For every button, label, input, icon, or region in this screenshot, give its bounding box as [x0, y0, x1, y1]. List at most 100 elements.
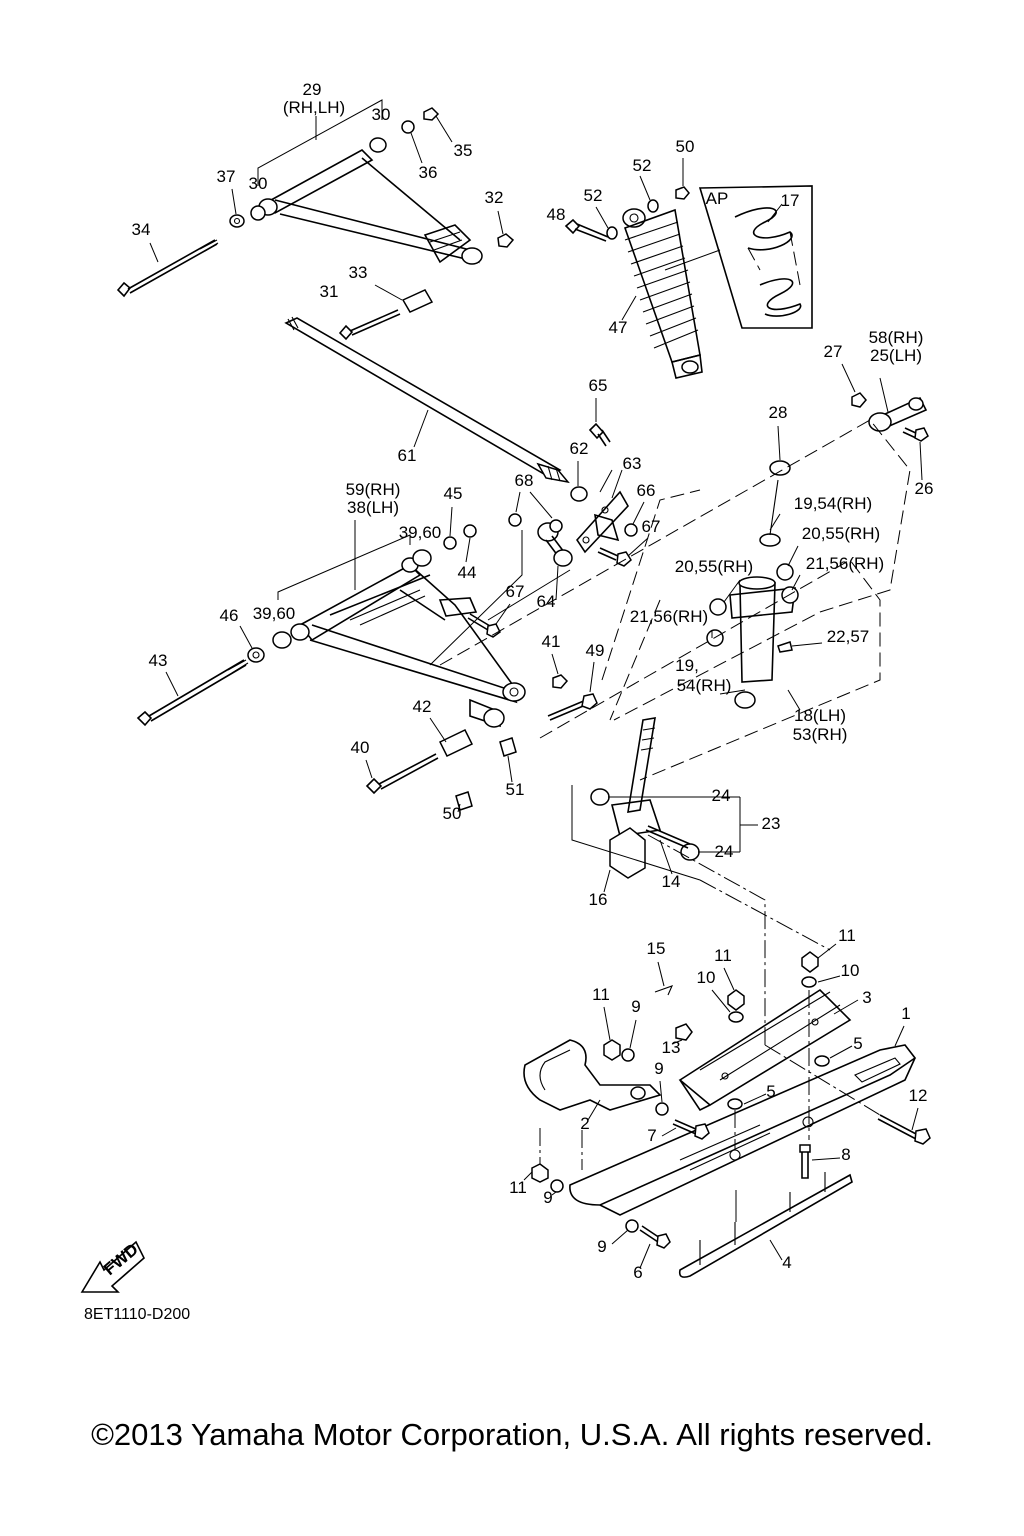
nut-44	[463, 524, 477, 538]
copyright-notice: ©2013 Yamaha Motor Corporation, U.S.A. A…	[91, 1417, 933, 1452]
callout-p28: 28	[769, 403, 788, 422]
callout-p5a: 5	[853, 1034, 862, 1053]
callout-p62: 62	[570, 439, 589, 458]
callout-p11c: 11	[592, 985, 610, 1004]
nut-11-left	[603, 1039, 621, 1061]
stud-8	[799, 1144, 811, 1179]
callout-p15: 15	[647, 939, 666, 958]
bushing-20-55-right	[776, 563, 794, 581]
nut-35	[423, 107, 440, 121]
callout-p30a: 30	[372, 105, 391, 124]
ski-1	[569, 1044, 917, 1216]
nut-27	[851, 392, 867, 408]
bushing-39-60-lower	[272, 631, 292, 649]
washer-52-left	[606, 226, 618, 240]
nut-66	[624, 523, 638, 537]
callout-p10a: 10	[841, 961, 860, 980]
callout-p21a: 21,56(RH)	[806, 554, 884, 573]
bushing-51	[499, 737, 517, 757]
spindle-housing-18-53	[729, 576, 796, 709]
bolt-26	[902, 427, 929, 442]
callout-p11a: 11	[838, 926, 856, 945]
callout-p6: 6	[633, 1263, 642, 1282]
callout-p21b: 21,56(RH)	[630, 607, 708, 626]
wear-bar-4	[678, 1172, 853, 1278]
callout-p33: 33	[349, 263, 368, 282]
clip-15	[654, 985, 674, 996]
callout-p34: 34	[132, 220, 151, 239]
link-rod-64	[537, 522, 573, 567]
callout-p1: 1	[901, 1004, 910, 1023]
stopper-16	[609, 827, 646, 879]
nut-50-upper	[675, 186, 690, 200]
callout-p8: 8	[841, 1145, 850, 1164]
nut-32	[497, 233, 515, 248]
bolt-49	[547, 693, 598, 721]
callout-p40: 40	[351, 738, 370, 757]
callout-p63: 63	[623, 454, 642, 473]
washer-9-upper-left	[621, 1048, 635, 1062]
callout-p30b: 30	[249, 174, 268, 193]
washer-9-mid	[655, 1102, 669, 1116]
callout-p59: 59(RH)	[346, 480, 401, 499]
collar-13	[675, 1023, 693, 1041]
ski-handle-2	[523, 1039, 662, 1111]
bolt-43	[136, 659, 249, 727]
washer-36	[401, 120, 415, 134]
bushing-20-55-left	[709, 598, 727, 616]
callout-p38: 38(LH)	[347, 498, 399, 517]
bolt-67-left	[467, 613, 501, 638]
callout-p16: 16	[589, 890, 608, 909]
callout-p10b: 10	[697, 968, 716, 987]
fwd-arrow-icon: FWD	[80, 1240, 145, 1293]
callout-p36: 36	[419, 163, 438, 182]
sway-bar-61	[284, 316, 570, 484]
callout-p24a: 24	[712, 786, 731, 805]
callout-p17: 17	[781, 191, 800, 210]
bushing-19-54-upper	[759, 533, 781, 547]
callout-p45: 45	[444, 484, 463, 503]
callout-p35: 35	[454, 141, 473, 160]
callout-p66: 66	[637, 481, 656, 500]
callout-p52a: 52	[633, 156, 652, 175]
callout-p47: 47	[609, 318, 628, 337]
collar-33	[401, 289, 434, 313]
bolt-34	[116, 239, 219, 298]
bolt-48	[564, 218, 609, 242]
washer-10-center	[728, 1011, 744, 1023]
bolt-12	[877, 1114, 931, 1145]
callout-p39a: 39,60	[399, 523, 442, 542]
callout-p20b: 20,55(RH)	[675, 557, 753, 576]
callout-p9d: 9	[597, 1237, 606, 1256]
nut-68-right	[549, 519, 563, 533]
spring-inset-ap-17	[698, 185, 813, 329]
callout-p32: 32	[485, 188, 504, 207]
callout-p67b: 67	[506, 582, 525, 601]
callout-p9a: 9	[631, 997, 640, 1016]
washer-9-bottom	[625, 1219, 639, 1233]
callout-p31: 31	[320, 282, 339, 301]
callout-p12: 12	[909, 1086, 928, 1105]
pin-14	[645, 825, 691, 849]
washer-37	[229, 214, 245, 228]
bushing-30-left	[250, 205, 266, 221]
callout-p39b: 39,60	[253, 604, 296, 623]
nut-68-left	[508, 513, 522, 527]
collar-42	[438, 729, 474, 757]
nut-11-lower	[531, 1163, 549, 1183]
steering-arm-58-25	[868, 396, 928, 432]
callout-p51: 51	[506, 780, 525, 799]
spindle-shaft	[610, 717, 662, 837]
bushing-62	[570, 486, 588, 502]
callout-p44: 44	[458, 563, 477, 582]
callout-p22: 22,57	[827, 627, 870, 646]
bolt-7	[672, 1119, 710, 1140]
callout-p18: 18(LH)	[794, 706, 846, 725]
callout-p29: 29	[303, 80, 322, 99]
callout-p58: 58(RH)	[869, 328, 924, 347]
callout-p49: 49	[586, 641, 605, 660]
callout-p4: 4	[782, 1253, 791, 1272]
callout-p48: 48	[547, 205, 566, 224]
